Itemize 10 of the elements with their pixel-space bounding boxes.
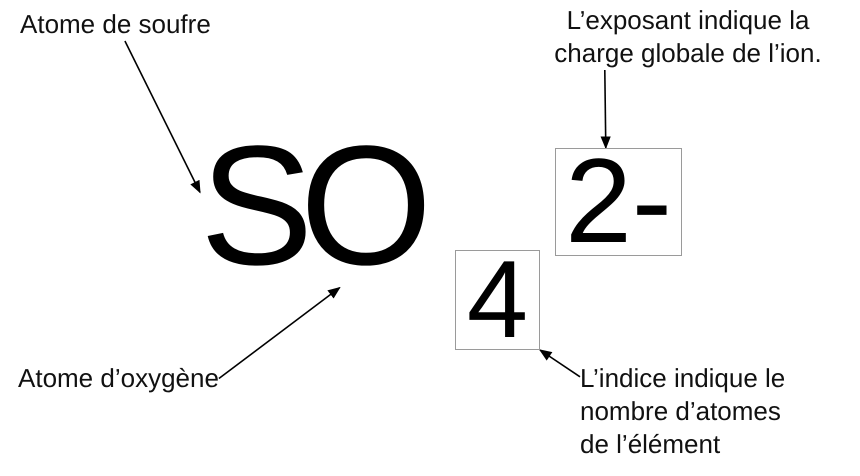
- leader-line: [218, 286, 341, 380]
- annotation-text: Atome de soufre: [20, 8, 211, 41]
- annotation-text: L’exposant indique la charge globale de l’ion.: [528, 4, 848, 70]
- leader-line: [600, 70, 611, 150]
- framed-number: 2-: [555, 148, 682, 256]
- annotation-text: L’indice indique le nombre d’atomes de l’élément: [580, 362, 808, 461]
- leader-line: [538, 349, 580, 378]
- framed-number: 4: [455, 250, 540, 350]
- annotation-text: Atome d’oxygène: [18, 362, 219, 395]
- leader-line: [124, 40, 201, 194]
